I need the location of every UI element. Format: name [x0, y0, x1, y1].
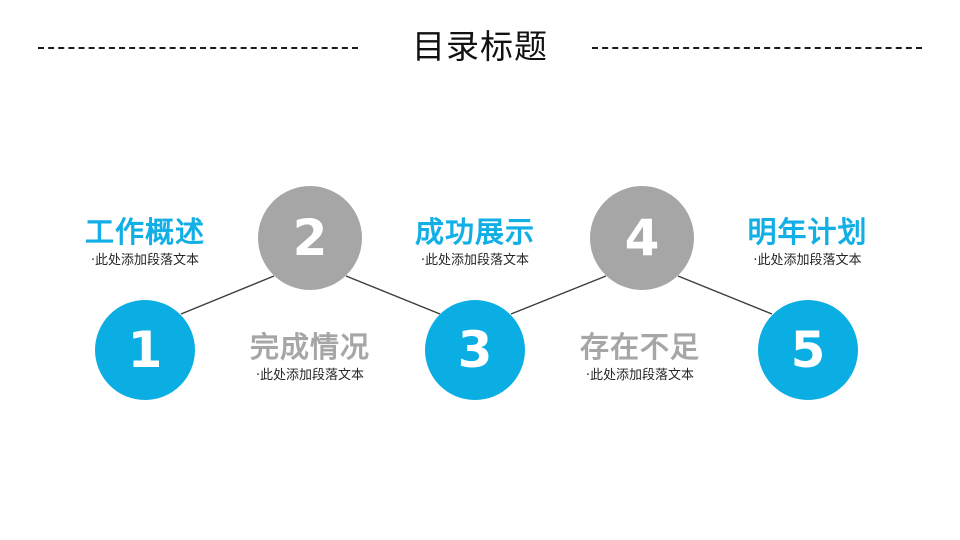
item-subtitle-5: ·此处添加段落文本 — [753, 253, 862, 268]
slide-header: 目录标题 — [0, 0, 960, 96]
item-heading-4: 存在不足 — [579, 330, 700, 364]
step-circle-2[interactable]: 2 — [258, 186, 362, 290]
item-text-1: 工作概述 ·此处添加段落文本 — [30, 215, 260, 271]
item-text-5: 明年计划 ·此处添加段落文本 — [690, 215, 925, 271]
item-subtitle-2: ·此处添加段落文本 — [255, 368, 365, 383]
item-text-4: 存在不足 ·此处添加段落文本 — [525, 330, 755, 386]
item-heading-5: 明年计划 — [747, 215, 868, 249]
connector-4-5 — [677, 275, 773, 315]
step-circle-5[interactable]: 5 — [758, 300, 858, 400]
item-text-2: 完成情况 ·此处添加段落文本 — [195, 330, 425, 386]
step-circle-3[interactable]: 3 — [425, 300, 525, 400]
item-text-3: 成功展示 ·此处添加段落文本 — [360, 215, 590, 271]
item-heading-2: 完成情况 — [249, 330, 370, 364]
page-title: 目录标题 — [412, 27, 548, 66]
dashed-rule-right — [592, 47, 922, 49]
step-circle-1[interactable]: 1 — [95, 300, 195, 400]
connector-1-2 — [180, 275, 275, 315]
item-subtitle-3: ·此处添加段落文本 — [420, 253, 530, 268]
item-subtitle-1: ·此处添加段落文本 — [90, 253, 200, 268]
item-heading-3: 成功展示 — [414, 215, 535, 249]
step-circle-4[interactable]: 4 — [590, 186, 694, 290]
connector-2-3 — [345, 275, 441, 315]
item-subtitle-4: ·此处添加段落文本 — [585, 368, 695, 383]
connector-3-4 — [510, 275, 607, 315]
item-heading-1: 工作概述 — [84, 215, 205, 249]
dashed-rule-left — [38, 47, 358, 49]
